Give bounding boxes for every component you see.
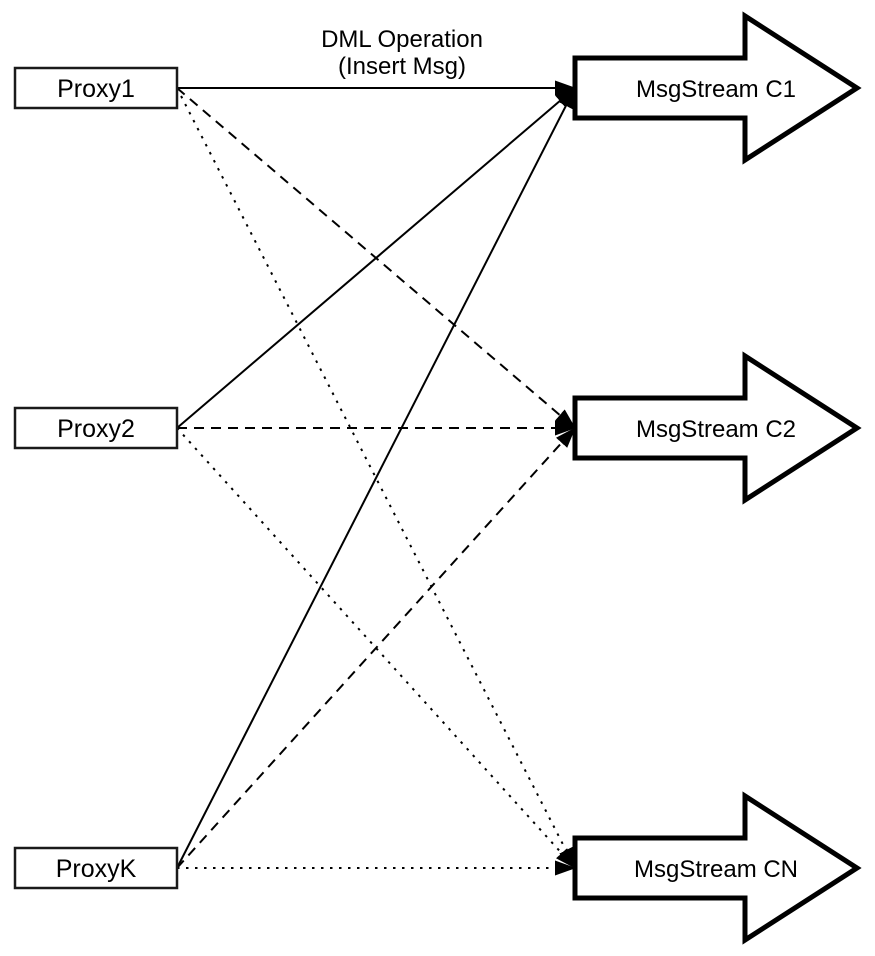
edge-proxyk-c2-dashed	[176, 427, 576, 869]
proxy-node-2: Proxy2	[13, 406, 179, 450]
proxyk-box	[13, 846, 179, 890]
diagram-title-line2: (Insert Msg)	[338, 53, 466, 80]
proxy1-box	[13, 66, 179, 110]
proxy-node-k: ProxyK	[13, 846, 179, 890]
proxy1-label: Proxy1	[57, 75, 135, 103]
diagram-title-line1: DML Operation	[321, 26, 483, 53]
edge-proxy2-c1-solid	[176, 87, 576, 429]
stream-node-c1: MsgStream C1	[572, 11, 862, 165]
edge-proxy1-cn-dotted	[176, 87, 576, 869]
stream-cn-label: MsgStream CN	[634, 856, 798, 883]
stream-cn-arrow-shape	[572, 791, 862, 945]
proxy2-box	[13, 406, 179, 450]
stream-c2-arrow-shape	[572, 351, 862, 505]
edge-proxyk-c1-solid	[176, 87, 576, 869]
stream-node-c2: MsgStream C2	[572, 351, 862, 505]
stream-c1-arrow-shape	[572, 11, 862, 165]
stream-c1-label: MsgStream C1	[636, 76, 796, 103]
proxyk-label: ProxyK	[56, 855, 137, 883]
stream-node-cn: MsgStream CN	[572, 791, 862, 945]
proxy2-label: Proxy2	[57, 415, 135, 443]
proxy-node-1: Proxy1	[13, 66, 179, 110]
stream-c2-label: MsgStream C2	[636, 416, 796, 443]
edge-layer	[176, 80, 576, 876]
